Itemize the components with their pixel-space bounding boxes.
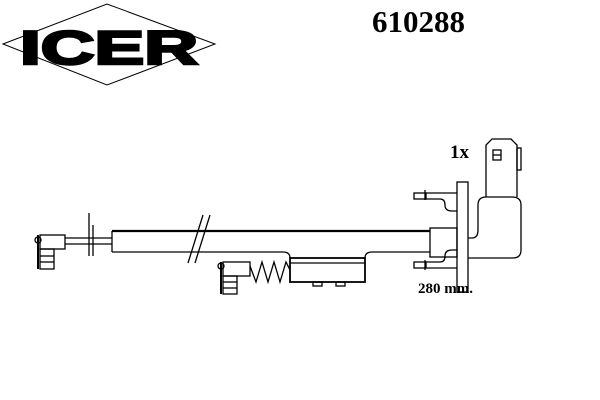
quantity-label: 1x bbox=[450, 142, 469, 163]
svg-text:ICER: ICER bbox=[20, 21, 198, 74]
cable-sheath bbox=[111, 214, 430, 264]
left-connector bbox=[34, 234, 66, 270]
elbow-connector bbox=[468, 138, 522, 259]
icer-logo: ICER bbox=[1, 3, 217, 86]
part-number: 610288 bbox=[372, 4, 465, 39]
sensor-block bbox=[289, 257, 366, 287]
sensor-connector bbox=[217, 261, 251, 295]
flange bbox=[413, 181, 469, 293]
length-label: 280 mm. bbox=[418, 281, 473, 297]
spring-wire bbox=[249, 259, 291, 285]
